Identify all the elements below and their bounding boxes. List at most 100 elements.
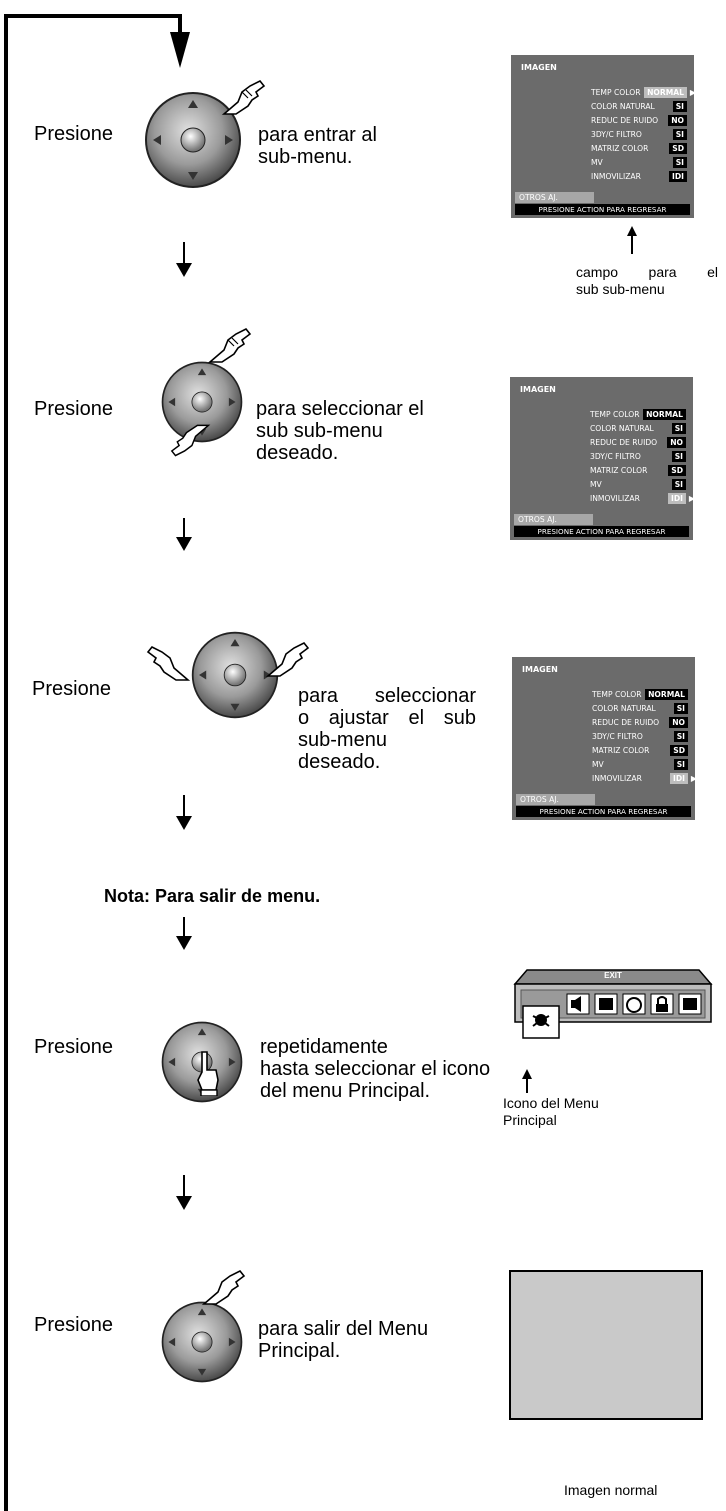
osd-row-label: REDUC DE RUIDO	[592, 718, 660, 727]
step3-line1: para seleccionar	[298, 685, 476, 707]
osd-title: IMAGEN	[522, 665, 558, 674]
osd-row-label: MV	[590, 480, 602, 489]
osd-row-value: SI	[671, 451, 686, 462]
step1-text: para entrar al sub-menu.	[258, 124, 377, 168]
step4-line1: repetidamente	[260, 1036, 388, 1058]
osd-row-label: MATRIZ COLOR	[590, 466, 648, 475]
step5-press-label: Presione	[34, 1314, 113, 1336]
osd-otros: OTROS AJ.	[515, 192, 594, 203]
osd-row-label: COLOR NATURAL	[592, 704, 656, 713]
osd-row-label: INMOVILIZAR	[592, 774, 642, 783]
osd-row-value: SI	[673, 759, 688, 770]
remote-dial-icon	[143, 90, 243, 190]
step2-line3: deseado.	[256, 442, 339, 464]
down-arrow-4	[176, 917, 192, 950]
remote-dial-icon	[160, 360, 244, 444]
down-arrow-2	[176, 518, 192, 551]
osd-row-value: IDI	[668, 493, 686, 504]
osd-bottom-bar: PRESIONE ACTION PARA REGRESAR	[514, 526, 689, 537]
pointing-hand-icon	[200, 1268, 246, 1308]
step4-line3: del menu Principal.	[260, 1080, 431, 1102]
osd-title: IMAGEN	[520, 385, 556, 394]
caption-icon: Icono del Menu Principal	[503, 1095, 599, 1129]
step2-line1: para seleccionar el	[256, 398, 424, 420]
osd-otros: OTROS AJ.	[516, 794, 595, 805]
osd-row-label: COLOR NATURAL	[591, 102, 655, 111]
flow-line-drop	[178, 14, 182, 34]
step1-line1: para entrar al	[258, 124, 377, 146]
osd-row-label: TEMP COLOR	[590, 410, 640, 419]
osd-row: COLOR NATURAL SI	[590, 422, 686, 435]
step1-press-label: Presione	[34, 123, 113, 145]
osd-row-value: SD	[670, 745, 688, 756]
step5-text: para salir del Menu Principal.	[258, 1318, 428, 1362]
osd-row: COLOR NATURAL SI	[592, 702, 688, 715]
osd-row-value: IDI	[670, 773, 688, 784]
flow-line-top	[4, 14, 182, 18]
osd-row-value: SI	[671, 423, 686, 434]
osd-row-label: COLOR NATURAL	[590, 424, 654, 433]
step5-line1: para salir del Menu	[258, 1318, 429, 1340]
exit-menu-panel: EXIT	[513, 960, 713, 1050]
caption-icon-line1: Icono del Menu	[503, 1095, 599, 1111]
step2-text: para seleccionar el sub sub-menu deseado…	[256, 398, 424, 464]
flow-line-left	[4, 14, 8, 1511]
osd-row: MV SI	[592, 758, 688, 771]
osd-row-label: MV	[592, 760, 604, 769]
caption-icon-line2: Principal	[503, 1112, 557, 1128]
step1-line2: sub-menu.	[258, 146, 353, 168]
osd-row-value: NORMAL	[643, 409, 686, 420]
step3-press-label: Presione	[32, 678, 111, 700]
osd-row-label: REDUC DE RUIDO	[590, 438, 658, 447]
down-arrow-3	[176, 795, 192, 830]
osd-row-label: 3DY/C FILTRO	[590, 452, 641, 461]
caption-arrow-head	[627, 226, 637, 236]
osd-row-value: SD	[668, 465, 686, 476]
pointing-hand-icon	[146, 644, 192, 684]
osd-row-value: IDI	[669, 171, 687, 182]
osd-row-value: SI	[672, 157, 687, 168]
step4-text: repetidamente hasta seleccionar el icono…	[260, 1036, 490, 1102]
caption-arrow-head	[522, 1069, 532, 1079]
osd-row-value: SI	[673, 703, 688, 714]
osd-row-label: INMOVILIZAR	[591, 172, 641, 181]
step4-press-label: Presione	[34, 1036, 113, 1058]
osd-row-label: REDUC DE RUIDO	[591, 116, 659, 125]
note-text: Nota: Para salir de menu.	[104, 886, 321, 906]
osd-row-label: MATRIZ COLOR	[591, 144, 649, 153]
osd-row-label: INMOVILIZAR	[590, 494, 640, 503]
arrow-right-icon: ▶	[688, 494, 695, 503]
osd-row-label: 3DY/C FILTRO	[592, 732, 643, 741]
exit-label: EXIT	[604, 971, 622, 980]
step3-line2: o ajustar el sub	[298, 707, 476, 729]
caption-field-line2: sub sub-menu	[576, 281, 665, 297]
remote-dial-icon	[160, 1300, 244, 1384]
step3-line3: sub-menu	[298, 729, 387, 751]
osd-otros: OTROS AJ.	[514, 514, 593, 525]
arrow-right-icon: ▶	[690, 774, 697, 783]
pointing-hand-icon	[220, 78, 266, 118]
osd-row: INMOVILIZAR IDI▶	[592, 772, 697, 785]
osd-row: MATRIZ COLOR SD	[590, 464, 686, 477]
osd-bottom-bar: PRESIONE ACTION PARA REGRESAR	[516, 806, 691, 817]
osd-row-value: NORMAL	[645, 689, 688, 700]
step2-line2: sub sub-menu	[256, 420, 383, 442]
flow-arrow-head	[170, 32, 190, 68]
down-arrow-1	[176, 242, 192, 277]
remote-dial-icon	[190, 630, 280, 720]
step4-line2: hasta seleccionar el icono	[260, 1058, 491, 1080]
